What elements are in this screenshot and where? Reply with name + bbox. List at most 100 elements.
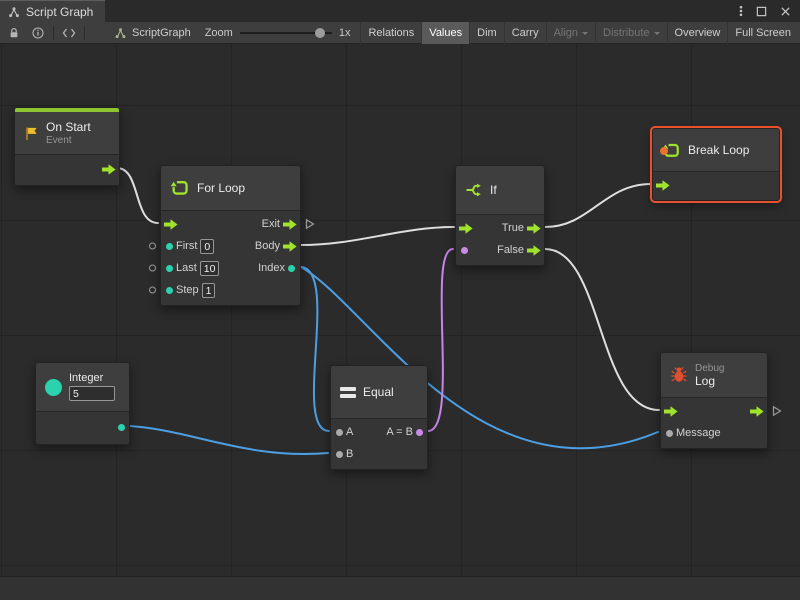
- graph-canvas[interactable]: On Start Event For Loop E: [0, 44, 800, 576]
- info-icon[interactable]: [26, 22, 50, 44]
- relations-button[interactable]: Relations: [360, 21, 421, 44]
- node-title: Break Loop: [688, 143, 750, 157]
- if-header: If: [456, 166, 544, 214]
- log-enter-port[interactable]: [664, 406, 678, 417]
- for-loop-last-port[interactable]: [166, 264, 173, 272]
- for-loop-step-port[interactable]: [166, 286, 173, 294]
- port-label-message: Message: [676, 427, 721, 439]
- graph-asset-breadcrumb[interactable]: ScriptGraph: [114, 27, 191, 39]
- node-title: On Start: [46, 120, 91, 134]
- for-loop-first-port[interactable]: [166, 242, 173, 250]
- node-break-loop[interactable]: Break Loop: [652, 128, 780, 201]
- integer-out-port[interactable]: [118, 423, 125, 431]
- bug-icon: [671, 367, 687, 382]
- wire-onstart-to-forloop[interactable]: [116, 167, 159, 224]
- toolbar-separator: [84, 25, 85, 40]
- port-label-true: True: [501, 222, 524, 234]
- overview-button[interactable]: Overview: [666, 21, 728, 44]
- title-bar: Script Graph: [0, 0, 800, 22]
- lock-icon[interactable]: [2, 22, 26, 44]
- node-subtitle: Event: [46, 135, 72, 146]
- loop-icon: [170, 178, 190, 198]
- node-title: For Loop: [197, 181, 246, 195]
- script-graph-icon: [9, 6, 19, 17]
- port-label-false: False: [497, 244, 524, 256]
- wire-equal-to-if-condition[interactable]: [427, 248, 454, 432]
- node-if[interactable]: If True False: [455, 165, 545, 266]
- port-label-index: Index: [258, 262, 285, 274]
- unconnected-flow-indicator: [305, 218, 315, 230]
- zoom-slider[interactable]: [239, 27, 332, 38]
- chevron-down-icon: [582, 31, 589, 38]
- node-integer[interactable]: Integer 5: [35, 362, 130, 445]
- equal-icon: [340, 386, 356, 398]
- for-loop-body-port[interactable]: [283, 241, 297, 252]
- window-footer: [0, 576, 800, 600]
- log-message-port[interactable]: [666, 429, 673, 437]
- full-screen-button[interactable]: Full Screen: [727, 21, 798, 44]
- for-loop-first-field[interactable]: 0: [200, 238, 215, 254]
- integer-value-field[interactable]: 5: [69, 386, 115, 401]
- dim-button[interactable]: Dim: [469, 21, 504, 44]
- for-loop-index-port[interactable]: [288, 264, 295, 272]
- for-loop-step-field[interactable]: 1: [201, 282, 216, 298]
- equal-result-port[interactable]: [416, 428, 423, 436]
- code-icon[interactable]: [57, 22, 81, 44]
- zoom-value: 1x: [338, 26, 351, 39]
- distribute-dropdown[interactable]: Distribute: [595, 21, 666, 44]
- node-equal[interactable]: Equal A A = B B: [330, 365, 428, 470]
- on-start-trigger-out-port[interactable]: [102, 164, 116, 175]
- for-loop-exit-port[interactable]: [283, 219, 297, 230]
- wires-layer: [116, 167, 660, 455]
- align-dropdown[interactable]: Align: [545, 21, 595, 44]
- zoom-slider-handle[interactable]: [314, 27, 325, 38]
- if-false-port[interactable]: [527, 245, 541, 256]
- node-for-loop[interactable]: For Loop Exit First 0 Body: [149, 165, 301, 306]
- window-menu-icon[interactable]: [739, 5, 743, 17]
- align-label: Align: [553, 26, 579, 39]
- break-loop-enter-port[interactable]: [656, 180, 670, 191]
- distribute-label: Distribute: [603, 26, 650, 39]
- carry-button[interactable]: Carry: [503, 21, 546, 44]
- wire-index-to-equal-a[interactable]: [300, 266, 330, 432]
- node-debug-log[interactable]: Debug Log Message: [660, 352, 768, 449]
- graph-asset-name: ScriptGraph: [132, 26, 191, 39]
- port-label-last: Last: [176, 262, 197, 274]
- node-on-start[interactable]: On Start Event: [14, 107, 120, 186]
- toolbar-separator: [53, 25, 54, 40]
- for-loop-enter-port[interactable]: [164, 219, 178, 230]
- tab-title: Script Graph: [26, 4, 94, 19]
- if-enter-port[interactable]: [459, 223, 473, 234]
- wire-true-to-breakloop[interactable]: [544, 183, 652, 228]
- flag-icon: [26, 126, 37, 140]
- integer-header: Integer 5: [36, 363, 129, 411]
- window-maximize-icon[interactable]: [756, 6, 767, 17]
- port-label-b: B: [346, 448, 354, 460]
- break-loop-icon: [660, 141, 681, 160]
- node-title: Equal: [363, 385, 394, 399]
- for-loop-last-field[interactable]: 10: [199, 260, 220, 276]
- zoom-label: Zoom: [204, 26, 233, 39]
- if-condition-port[interactable]: [461, 246, 468, 254]
- port-label-first: First: [176, 240, 198, 252]
- if-true-port[interactable]: [527, 223, 541, 234]
- port-label-exit: Exit: [261, 218, 280, 230]
- wire-index-to-message[interactable]: [300, 266, 659, 450]
- tab-script-graph[interactable]: Script Graph: [0, 0, 106, 22]
- window-close-icon[interactable]: [780, 6, 791, 17]
- equal-b-port[interactable]: [336, 450, 343, 458]
- equal-header: Equal: [331, 366, 427, 418]
- wire-integer-to-equal-b[interactable]: [129, 425, 329, 455]
- port-label-body: Body: [254, 240, 280, 252]
- wire-body-to-if[interactable]: [300, 226, 455, 246]
- for-loop-header: For Loop: [161, 166, 300, 210]
- break-loop-header: Break Loop: [653, 129, 779, 171]
- values-button[interactable]: Values: [421, 21, 470, 44]
- debug-log-header: Debug Log: [661, 353, 767, 397]
- port-label-a: A: [346, 426, 354, 438]
- unconnected-flow-indicator: [772, 405, 782, 417]
- wire-false-to-log[interactable]: [544, 248, 660, 411]
- equal-a-port[interactable]: [336, 428, 343, 436]
- log-exit-port[interactable]: [750, 406, 764, 417]
